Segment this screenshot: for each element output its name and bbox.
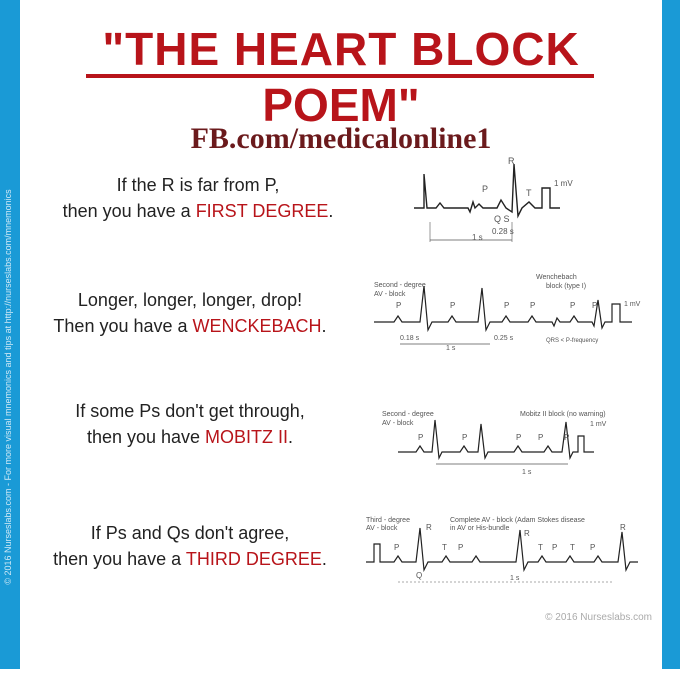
frequency-note: QRS < P-frequency bbox=[546, 338, 598, 344]
ecg-trace bbox=[414, 163, 560, 219]
time-scale-label: 1 s bbox=[522, 469, 532, 476]
block-name-label: Complete AV - block (Adam Stokes disease bbox=[450, 517, 585, 524]
time-scale-label: 1 s bbox=[446, 345, 456, 352]
poem-title-line1: "THE HEART BLOCK bbox=[102, 23, 580, 75]
amplitude-label: 1 mV bbox=[590, 421, 607, 428]
block-name-sublabel: in AV or His-bundle bbox=[450, 525, 510, 532]
copyright-text: © 2016 Nurseslabs.com bbox=[545, 612, 652, 623]
verse-line1: If Ps and Qs don't agree, bbox=[90, 523, 290, 543]
block-name-label: Mobitz II block (no warning) bbox=[520, 411, 606, 418]
title-underline bbox=[86, 74, 594, 78]
wave-label-p: P bbox=[538, 433, 543, 442]
wave-label-p: P bbox=[530, 301, 535, 310]
verse-line2: then you have a THIRD DEGREE. bbox=[53, 549, 327, 569]
wave-label-r: R bbox=[620, 523, 626, 532]
ecg-first-degree: R P T Q S 0.28 s 1 s 1 mV bbox=[414, 156, 573, 242]
verse-highlight: MOBITZ II bbox=[205, 427, 289, 447]
verse-third-degree: If Ps and Qs don't agree, then you have … bbox=[20, 520, 360, 572]
block-type-sublabel: AV - block bbox=[374, 291, 406, 298]
wave-label-t: T bbox=[570, 543, 575, 552]
poem-infographic: © 2016 Nurseslabs.com - For more visual … bbox=[0, 0, 680, 669]
wave-label-p: P bbox=[564, 433, 569, 442]
wave-label-q: Q bbox=[416, 571, 422, 580]
wave-label-p: P bbox=[394, 543, 399, 552]
verse-highlight: THIRD DEGREE bbox=[185, 549, 322, 569]
wave-label-p: P bbox=[504, 301, 509, 310]
verse-line1: Longer, longer, longer, drop! bbox=[77, 290, 303, 310]
interval-label: 0.25 s bbox=[494, 335, 514, 342]
wave-label-p: P bbox=[552, 543, 557, 552]
wave-label-r: R bbox=[524, 529, 530, 538]
side-watermark-text: © 2016 Nurseslabs.com - For more visual … bbox=[3, 189, 13, 585]
interval-label: 0.28 s bbox=[492, 227, 514, 236]
block-type-label: Second - degree bbox=[374, 282, 426, 289]
wave-label-p: P bbox=[590, 543, 595, 552]
time-scale-label: 1 s bbox=[510, 575, 520, 582]
verse-line1: If the R is far from P, bbox=[116, 175, 280, 195]
verse-mobitz-ii: If some Ps don't get through, then you h… bbox=[20, 398, 360, 450]
amplitude-label: 1 mV bbox=[554, 179, 573, 188]
poem-title-line2: POEM" bbox=[262, 79, 420, 131]
wave-label-r: R bbox=[426, 523, 432, 532]
block-type-sublabel: AV - block bbox=[366, 525, 398, 532]
verse-line2: then you have MOBITZ II. bbox=[86, 427, 294, 447]
block-name-sublabel: block (type I) bbox=[546, 283, 586, 290]
verse-line2: Then you have a WENCKEBACH. bbox=[53, 316, 327, 336]
verse-highlight: WENCKEBACH bbox=[192, 316, 322, 336]
block-name-label: Wenchebach bbox=[536, 274, 577, 281]
verse-line1: If some Ps don't get through, bbox=[75, 401, 305, 421]
time-scale-label: 1 s bbox=[472, 233, 483, 242]
wave-label-p: P bbox=[592, 301, 597, 310]
block-type-sublabel: AV - block bbox=[382, 420, 414, 427]
verse-highlight: FIRST DEGREE bbox=[195, 201, 329, 221]
ecg-wenckebach: Second - degree AV - block Wenchebach bl… bbox=[374, 274, 641, 352]
right-side-bar bbox=[662, 0, 680, 669]
facebook-handle: FB.com/medicalonline1 bbox=[190, 122, 492, 155]
wave-label-t: T bbox=[526, 188, 532, 198]
wave-label-p: P bbox=[482, 184, 488, 194]
wave-label-r: R bbox=[508, 156, 515, 166]
wave-label-p: P bbox=[570, 301, 575, 310]
amplitude-label: 1 mV bbox=[624, 301, 641, 308]
wave-label-p: P bbox=[516, 433, 521, 442]
wave-label-p: P bbox=[450, 301, 455, 310]
ecg-third-degree: Third - degree AV - block Complete AV - … bbox=[366, 517, 638, 583]
verse-line2: then you have a FIRST DEGREE. bbox=[62, 201, 334, 221]
wave-label-t: T bbox=[442, 543, 447, 552]
wave-label-t: T bbox=[538, 543, 543, 552]
block-type-label: Second - degree bbox=[382, 411, 434, 418]
wave-label-qs: Q S bbox=[494, 214, 510, 224]
verse-first-degree: If the R is far from P, then you have a … bbox=[28, 172, 368, 224]
block-type-label: Third - degree bbox=[366, 517, 410, 524]
verse-wenckebach: Longer, longer, longer, drop! Then you h… bbox=[20, 287, 360, 339]
ecg-trace bbox=[366, 527, 638, 573]
wave-label-p: P bbox=[462, 433, 467, 442]
left-side-bar: © 2016 Nurseslabs.com - For more visual … bbox=[0, 0, 20, 669]
ecg-trace bbox=[398, 419, 594, 461]
interval-label: 0.18 s bbox=[400, 335, 420, 342]
ecg-mobitz-ii: Second - degree AV - block Mobitz II blo… bbox=[382, 411, 607, 476]
wave-label-p: P bbox=[396, 301, 401, 310]
wave-label-p: P bbox=[458, 543, 463, 552]
ecg-trace bbox=[374, 285, 632, 333]
wave-label-p: P bbox=[418, 433, 423, 442]
